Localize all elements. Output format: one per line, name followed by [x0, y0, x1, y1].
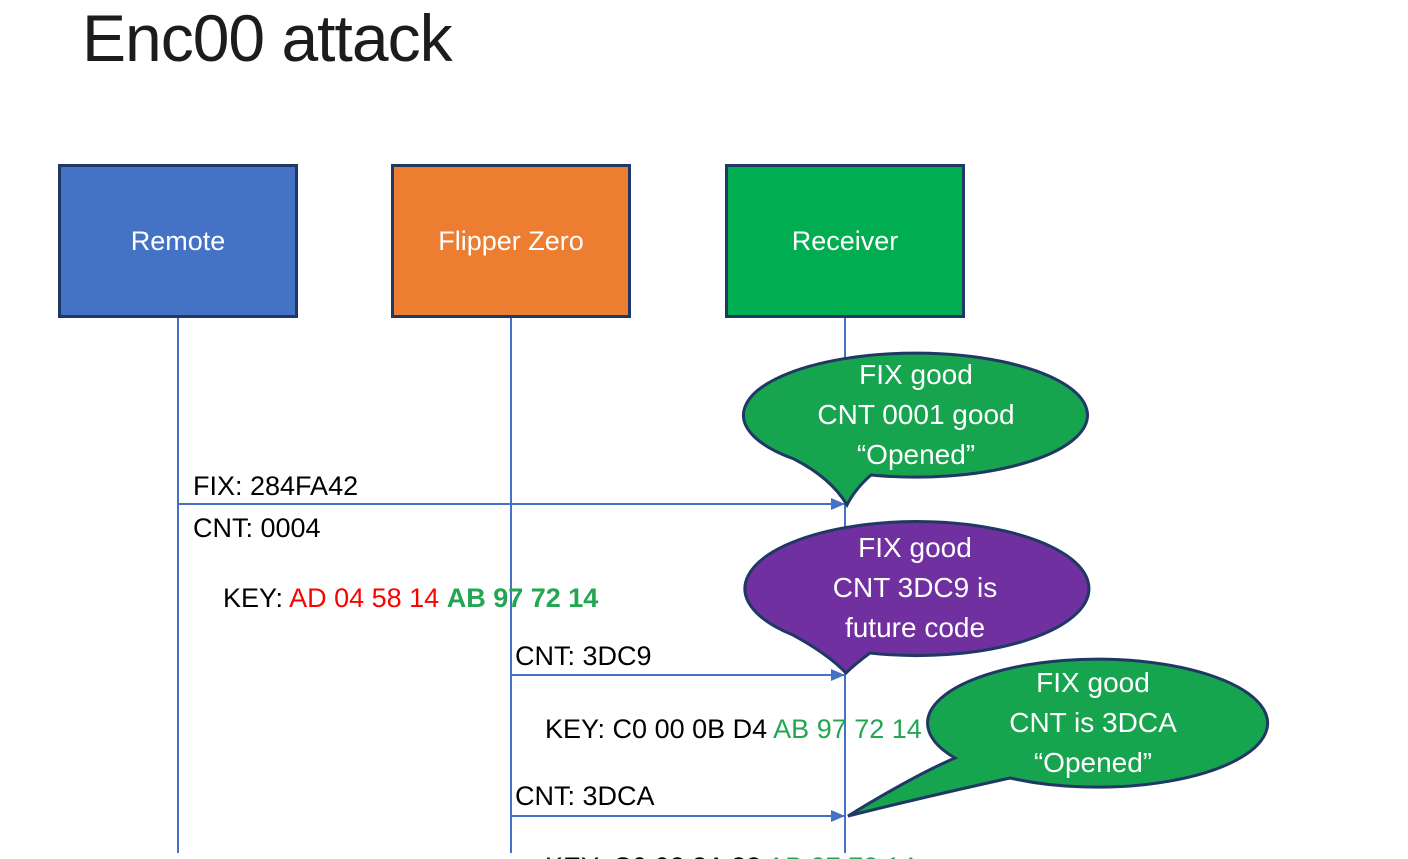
callout-line: “Opened” — [1033, 747, 1153, 778]
callout-line: CNT 0001 good — [817, 399, 1015, 430]
message1-cnt-label: CNT: 0004 — [193, 513, 321, 543]
message3-key-label: KEY: C0 02 8A 33 AB 97 72 14 — [515, 821, 916, 859]
message2-key-prefix: KEY: C0 00 0B D4 — [545, 714, 774, 744]
callout-text-opened-2: FIX good CNT is 3DCA “Opened” — [923, 660, 1263, 786]
callout-line: CNT is 3DCA — [1009, 707, 1177, 738]
callout-line: FIX good — [1036, 667, 1150, 698]
callout-bubble-opened-1 — [742, 351, 1089, 509]
message1-key-label: KEY: AD 04 58 14 AB 97 72 14 — [193, 552, 598, 645]
message1-key-red-bytes: AD 04 58 14 — [289, 583, 447, 613]
actor-label-remote: Remote — [130, 225, 226, 256]
slide-title: Enc00 attack — [82, 1, 453, 75]
message2-key-green-bytes: AB 97 72 14 — [773, 714, 922, 744]
message1-fix-label: FIX: 284FA42 — [193, 471, 359, 501]
callout-line: future code — [844, 612, 986, 643]
actor-label-flipper-zero: Flipper Zero — [438, 225, 584, 256]
callout-bubble-future-code — [743, 520, 1091, 676]
message3-key-green-bytes: AB 97 72 14 — [767, 852, 916, 859]
actor-label-receiver: Receiver — [791, 225, 899, 256]
callout-text-future-code: FIX good CNT 3DC9 is future code — [743, 521, 1087, 655]
callout-line: “Opened” — [856, 439, 976, 470]
message2-key-label: KEY: C0 00 0B D4 AB 97 72 14 — [515, 683, 922, 776]
message1-key-green-bytes: AB 97 72 14 — [446, 583, 599, 613]
callout-line: FIX good — [859, 359, 973, 390]
callout-text-opened-1: FIX good CNT 0001 good “Opened” — [744, 353, 1088, 477]
callout-bubble-opened-2 — [847, 657, 1270, 818]
actor-box-flipper-zero: Flipper Zero — [391, 164, 631, 318]
callout-line: FIX good — [858, 532, 972, 563]
message3-cnt-label: CNT: 3DCA — [515, 781, 655, 811]
message3-key-prefix: KEY: C0 02 8A 33 — [545, 852, 767, 859]
message1-key-prefix: KEY: — [223, 583, 290, 613]
actor-box-remote: Remote — [58, 164, 298, 318]
callout-line: CNT 3DC9 is — [832, 572, 998, 603]
message2-cnt-label: CNT: 3DC9 — [515, 641, 652, 671]
actor-box-receiver: Receiver — [725, 164, 965, 318]
